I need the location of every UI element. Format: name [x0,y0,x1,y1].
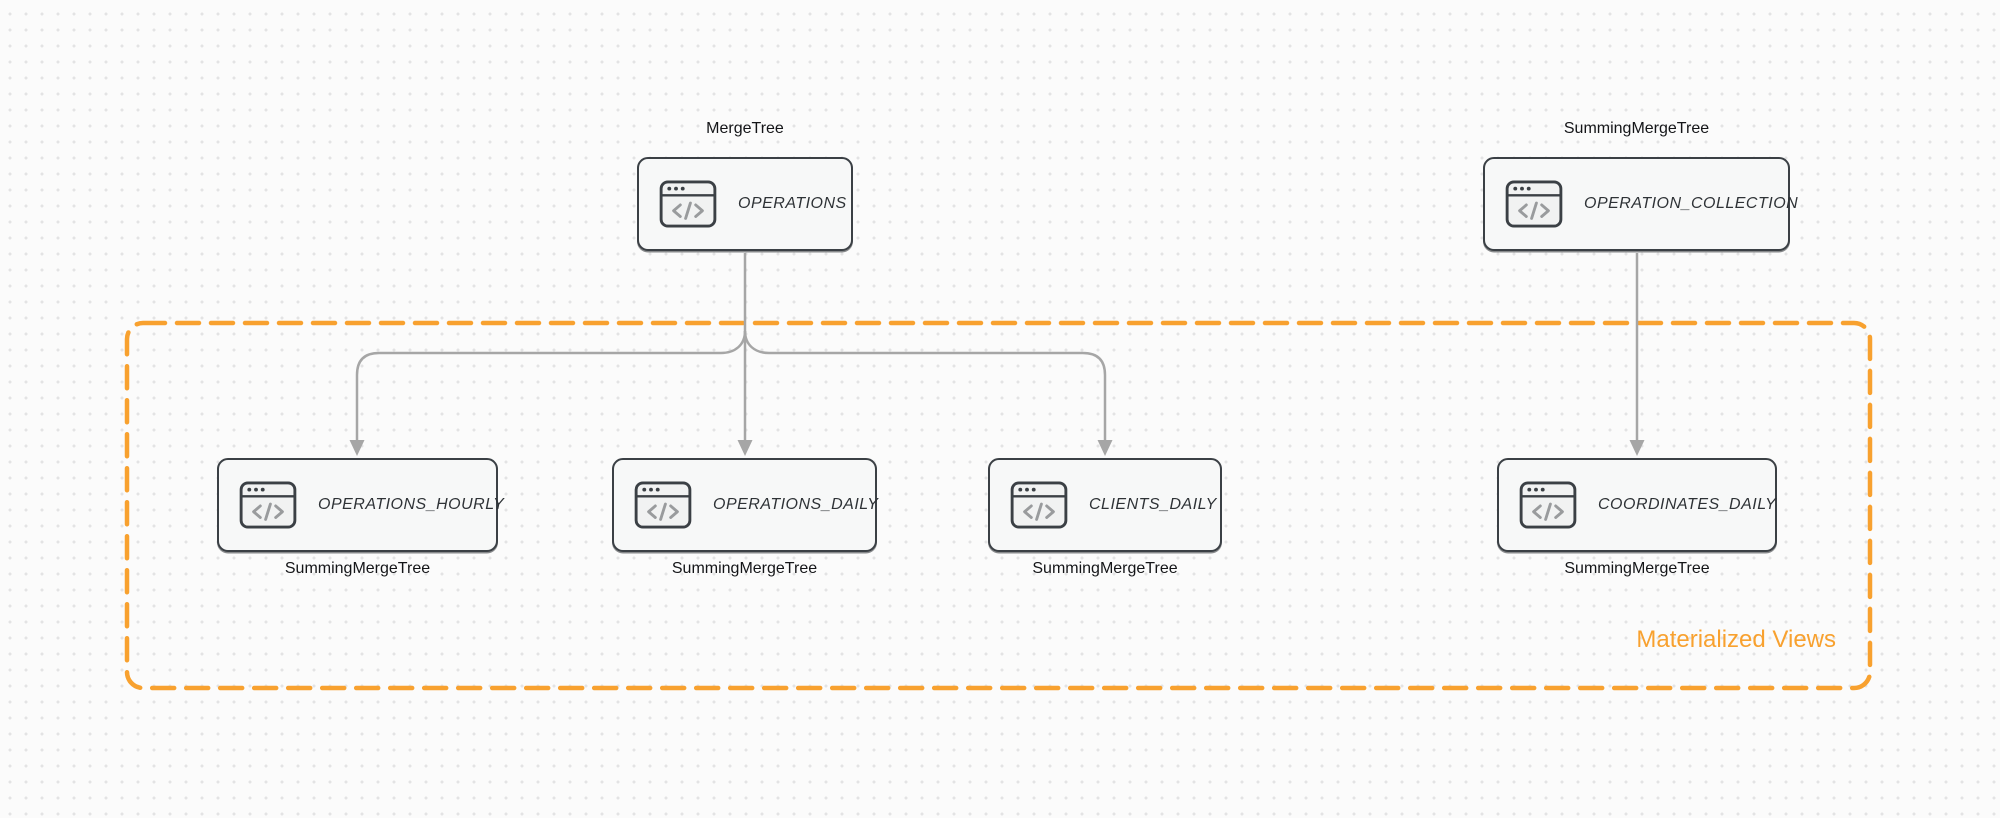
arrowhead-clients-daily [1097,440,1113,456]
node-operations-daily[interactable]: OPERATIONS_DAILY [612,458,879,552]
node-clients-daily[interactable]: CLIENTS_DAILY [988,458,1222,552]
engine-label-operation-collection: SummingMergeTree [1563,120,1710,137]
node-operation-collection[interactable]: OPERATION_COLLECTION [1483,157,1798,251]
table-name: COORDINATES_DAILY [1598,496,1777,513]
table-name: OPERATIONS [738,195,847,212]
code-window-icon [634,481,692,529]
engine-label-operations-daily: SummingMergeTree [671,560,818,577]
edge-operations-to-clients-daily [743,330,1107,441]
engine-label-operations: MergeTree [706,120,784,137]
table-name: CLIENTS_DAILY [1089,496,1217,513]
code-window-icon [239,481,297,529]
node-operations-hourly[interactable]: OPERATIONS_HOURLY [217,458,504,552]
table-name: OPERATION_COLLECTION [1584,195,1799,212]
engine-label-clients-daily: SummingMergeTree [1032,560,1178,577]
arrowhead-operations-daily [737,440,753,456]
node-coordinates-daily[interactable]: COORDINATES_DAILY [1497,458,1777,552]
arrowhead-operations-hourly [349,440,365,456]
table-name: OPERATIONS_DAILY [713,496,879,513]
code-window-icon [1010,481,1068,529]
node-operations[interactable]: OPERATIONS [637,157,853,251]
table-name: OPERATIONS_HOURLY [318,496,505,513]
code-window-icon [1519,481,1577,529]
code-window-icon [1505,180,1563,228]
edge-operations-to-operations-hourly [355,330,747,441]
code-window-icon [659,180,717,228]
engine-label-coordinates-daily: SummingMergeTree [1564,560,1710,577]
materialized-views-group-label: Materialized Views [1636,626,1836,653]
engine-label-operations-hourly: SummingMergeTree [284,560,431,577]
arrowhead-coordinates-daily [1629,440,1645,456]
